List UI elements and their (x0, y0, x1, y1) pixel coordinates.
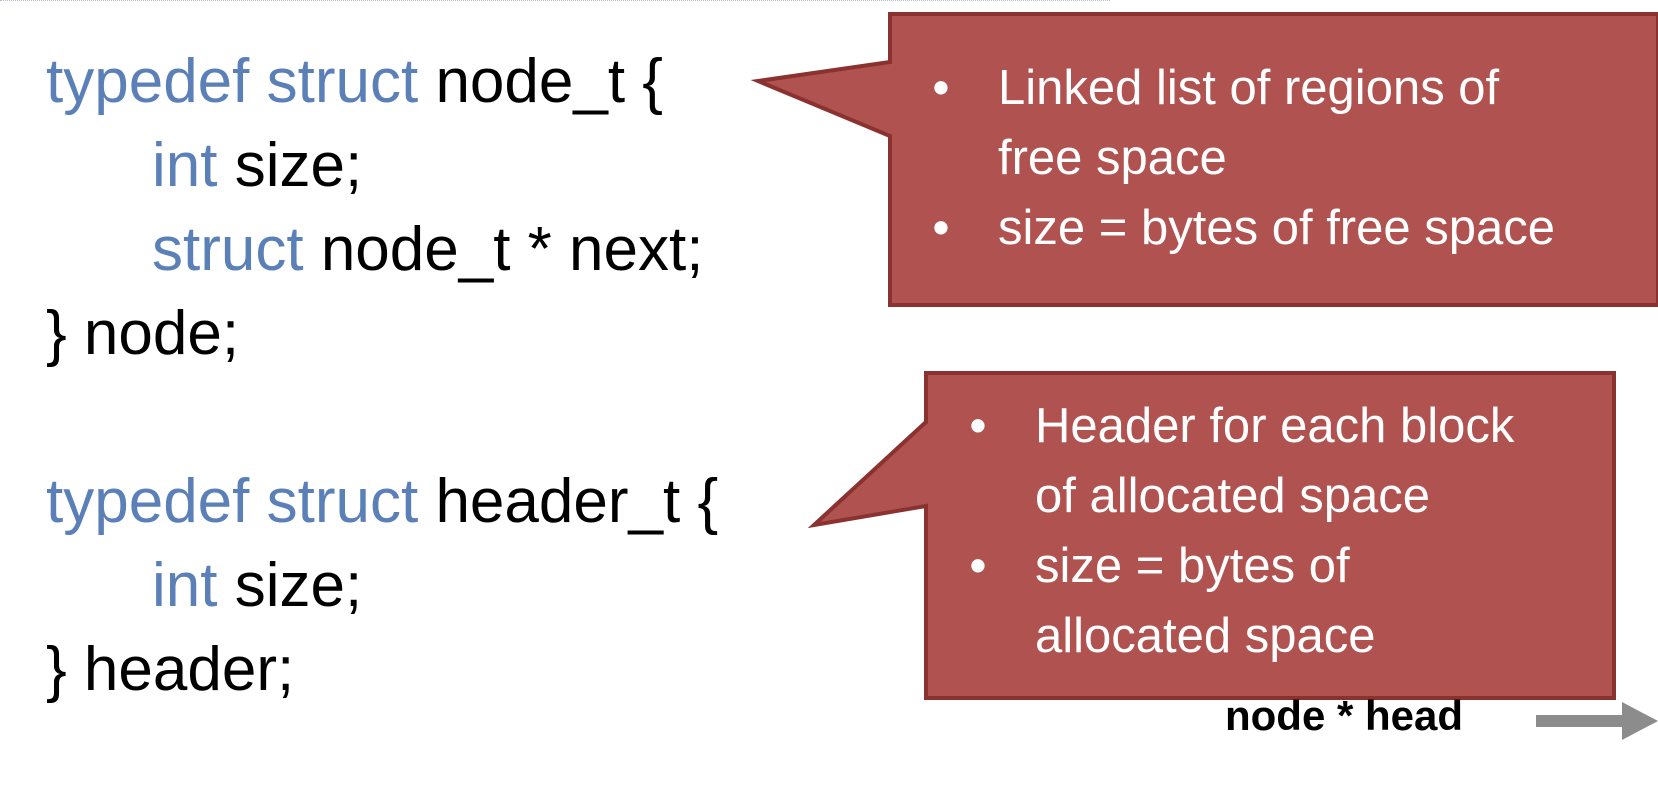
code-line-header-close: } header; (46, 632, 294, 708)
keyword-int: int (152, 131, 218, 200)
code-text: size; (234, 551, 363, 620)
code-text: } header; (46, 635, 295, 704)
slide-top-divider (0, 0, 1110, 1)
callout-1-text: • Linked list of regions of free space •… (932, 53, 1555, 263)
keyword-struct: struct (266, 47, 419, 116)
bullet-line: Linked list of regions of (998, 61, 1500, 115)
callout-1-bullet-1: • Linked list of regions of free space (932, 53, 1555, 193)
code-line-node-close: } node; (46, 296, 239, 372)
bullet-line: Header for each block (1035, 399, 1515, 453)
code-text: header_t { (435, 467, 719, 536)
keyword-struct: struct (152, 215, 304, 284)
callout-2-bullet-2: • size = bytes of allocated space (969, 531, 1514, 671)
code-text: size; (234, 131, 363, 200)
bullet-dot: • (932, 201, 950, 255)
bullet-line: size = bytes of (1035, 539, 1350, 593)
code-text: node_t { (435, 47, 664, 116)
keyword-int: int (152, 551, 218, 620)
callout-1-bullet-2: • size = bytes of free space (932, 193, 1555, 263)
bullet-line: of allocated space (1035, 469, 1430, 523)
code-text: } node; (46, 299, 240, 368)
code-text: node_t * next; (320, 215, 704, 284)
code-line-header-typedef: typedef struct header_t { (46, 464, 718, 540)
head-pointer-label: node * head (1225, 692, 1464, 739)
bullet-dot: • (969, 539, 987, 593)
bullet-dot: • (969, 399, 987, 453)
code-line-node-typedef: typedef struct node_t { (46, 44, 663, 120)
bullet-line: size = bytes of free space (998, 201, 1555, 255)
code-line-node-size: int size; (152, 128, 362, 204)
keyword-typedef: typedef (46, 47, 250, 116)
code-block: typedef struct node_t { int size; struct… (46, 44, 718, 708)
callout-2-bullet-1: • Header for each block of allocated spa… (969, 391, 1515, 531)
code-line-header-size: int size; (152, 548, 362, 624)
keyword-typedef: typedef (46, 467, 250, 536)
keyword-struct: struct (266, 467, 419, 536)
bullet-dot: • (932, 61, 950, 115)
bullet-line: allocated space (1035, 609, 1376, 663)
callout-2-text: • Header for each block of allocated spa… (969, 391, 1515, 671)
code-line-node-next: struct node_t * next; (152, 212, 703, 288)
bullet-line: free space (998, 131, 1227, 185)
head-arrow-icon (1536, 702, 1658, 740)
